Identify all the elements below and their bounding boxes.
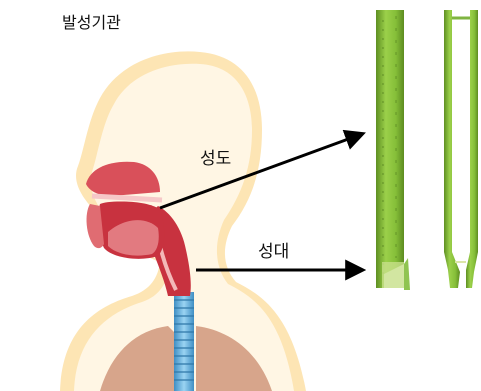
vocal-tract-label: 성도: [200, 144, 231, 169]
diagram-title: 발성기관: [62, 9, 121, 33]
vocal-tract-tube-model: [376, 10, 410, 290]
vocal-folds-tube-model: [444, 10, 478, 288]
vocal-folds-label: 성대: [258, 237, 289, 262]
trachea: [174, 292, 194, 391]
oral-cavity: [86, 162, 164, 259]
